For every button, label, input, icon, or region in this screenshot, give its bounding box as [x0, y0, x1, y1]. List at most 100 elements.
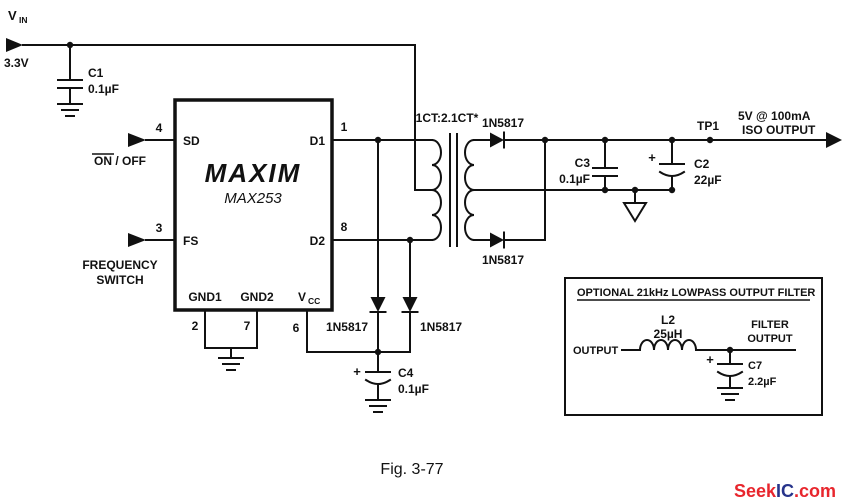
- c1-name: C1: [88, 66, 104, 80]
- diode-1n5817-bottom: 1N5817: [473, 231, 524, 267]
- diode-top-label: 1N5817: [482, 116, 524, 130]
- wire-vin-rail: [22, 44, 433, 191]
- c4-name: C4: [398, 366, 414, 380]
- fs-input: FREQUENCY SWITCH: [82, 233, 176, 287]
- ic-max253: MAXIM MAX253 SD FS D1 D2 GND1 GND2 V CC: [173, 98, 334, 312]
- c7-capacitor: + C7 2.2µF: [706, 346, 777, 401]
- pin-numbers: 4 3 1 8 2 7 6: [156, 120, 348, 335]
- c3-capacitor: C3 0.1µF: [559, 136, 618, 194]
- clamp-left-label: 1N5817: [326, 320, 368, 334]
- pin-number-6: 6: [293, 321, 300, 335]
- lowpass-filter-box: OPTIONAL 21kHz LOWPASS OUTPUT FILTER OUT…: [564, 277, 823, 416]
- filter-border: [564, 277, 823, 416]
- maxim-logo: MAXIM: [205, 158, 302, 188]
- ground-icon: [57, 103, 83, 117]
- vin-sub-label: IN: [19, 15, 28, 25]
- pin-number-2: 2: [192, 319, 199, 333]
- figure-caption: Fig. 3-77: [380, 461, 443, 478]
- diode-icon: [370, 297, 386, 312]
- wire-vcc: [306, 309, 379, 353]
- c3-name: C3: [575, 156, 591, 170]
- l2-name: L2: [661, 313, 675, 327]
- c3-symbol: [592, 139, 618, 191]
- c4-bottom-curved-plate: [364, 378, 392, 385]
- c7-bottom-curved-plate: [716, 370, 744, 377]
- ground-icon: [717, 387, 743, 401]
- filter-output-label1: FILTER: [751, 319, 789, 331]
- vin-label: V: [8, 8, 17, 23]
- watermark: SeekIC.com: [734, 481, 836, 501]
- inductor-l2: [638, 339, 698, 352]
- output-spec: 5V @ 100mA: [738, 109, 811, 123]
- c7-polarity: +: [706, 352, 714, 367]
- switch-label: SWITCH: [96, 273, 143, 287]
- secondary-winding: [464, 138, 476, 242]
- c2-top: [659, 139, 685, 165]
- sd-input: ON / OFF: [92, 133, 176, 168]
- c2-capacitor: + C2 22µF: [648, 136, 722, 194]
- vin-arrow-icon: [6, 38, 23, 52]
- pin-number-8: 8: [341, 220, 348, 234]
- diode-bottom-label: 1N5817: [482, 253, 524, 267]
- vin-terminal: V IN 3.3V: [4, 8, 29, 70]
- pin-label-gnd1: GND1: [188, 290, 222, 304]
- pin-number-3: 3: [156, 221, 163, 235]
- pin-label-vcc-sub: CC: [308, 296, 320, 306]
- c7-value: 2.2µF: [748, 376, 777, 388]
- watermark-ic: IC: [776, 481, 794, 501]
- filter-output-label2: OUTPUT: [747, 333, 793, 345]
- output-terminal: TP1 5V @ 100mA ISO OUTPUT: [697, 109, 842, 148]
- c2-bottom-curved-plate: [658, 170, 686, 177]
- junction-dot: [668, 186, 676, 194]
- onoff-label: ON / OFF: [94, 154, 146, 168]
- pin-label-fs: FS: [183, 234, 198, 248]
- pin-label-sd: SD: [183, 134, 200, 148]
- clamp-diode-left: 1N5817: [326, 136, 387, 353]
- ground-icon: [218, 357, 244, 371]
- wire-bottom-diode-riser: [503, 139, 546, 241]
- l2-value: 25µH: [654, 327, 683, 341]
- tp1-label: TP1: [697, 119, 719, 133]
- c4-top: [365, 351, 391, 373]
- vin-voltage: 3.3V: [4, 56, 29, 70]
- pin-label-d1: D1: [310, 134, 326, 148]
- iso-ground: [622, 186, 648, 223]
- wire: [377, 311, 411, 353]
- c7-top: [717, 349, 743, 365]
- pin-label-gnd2: GND2: [240, 290, 274, 304]
- filter-title: OPTIONAL 21kHz LOWPASS OUTPUT FILTER: [577, 287, 815, 299]
- junction-dot: [541, 136, 549, 144]
- filter-input-label: OUTPUT: [573, 345, 619, 357]
- c2-value: 22µF: [694, 173, 722, 187]
- wire-gnd: [204, 309, 258, 359]
- diode-1n5817-top: 1N5817: [473, 116, 524, 149]
- c4-capacitor: + C4 0.1µF: [353, 348, 429, 413]
- junction-dot: [601, 186, 609, 194]
- watermark-com: .com: [794, 481, 836, 501]
- input-arrow-icon: [128, 133, 146, 147]
- diode-icon: [490, 132, 504, 148]
- transformer: 1CT:2.1CT*: [416, 111, 479, 247]
- iso-ground-icon: [622, 202, 648, 223]
- c1-symbol: [57, 44, 83, 105]
- pin-number-1: 1: [341, 120, 348, 134]
- c1-value: 0.1µF: [88, 82, 119, 96]
- ic-body: [173, 98, 334, 312]
- c3-value: 0.1µF: [559, 172, 590, 186]
- diode-icon: [402, 297, 418, 312]
- pin-label-d2: D2: [310, 234, 326, 248]
- output-iso-label: ISO OUTPUT: [742, 123, 816, 137]
- c4-polarity: +: [353, 364, 361, 379]
- transformer-label: 1CT:2.1CT*: [416, 111, 479, 125]
- transformer-core: [449, 133, 458, 247]
- primary-winding: [430, 138, 442, 242]
- pin-number-4: 4: [156, 121, 163, 135]
- output-arrow-icon: [826, 132, 842, 148]
- pin-number-7: 7: [244, 319, 251, 333]
- clamp-right-label: 1N5817: [420, 320, 462, 334]
- input-arrow-icon: [128, 233, 146, 247]
- frequency-label: FREQUENCY: [82, 258, 157, 272]
- tp1-dot: [706, 136, 714, 144]
- clamp-diode-right: 1N5817: [377, 236, 462, 353]
